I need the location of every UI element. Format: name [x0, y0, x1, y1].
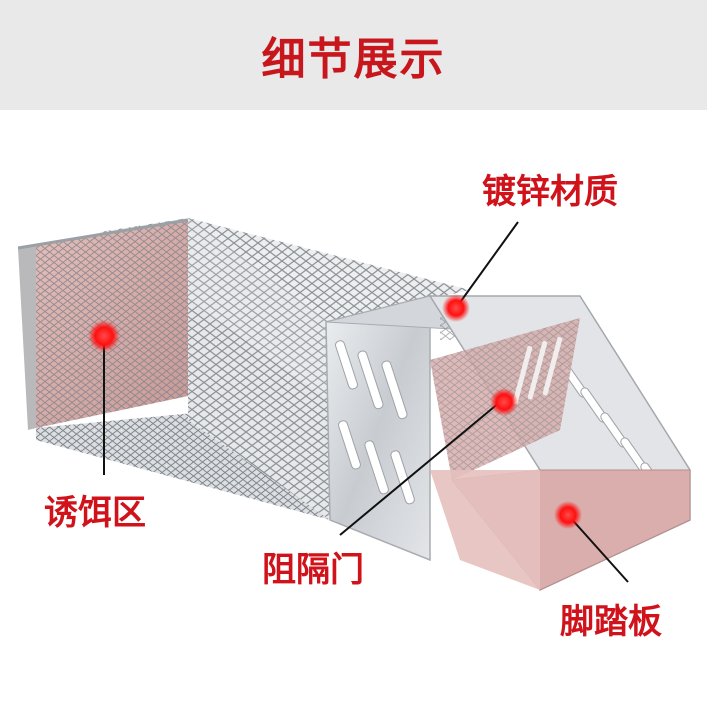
callout-divider-door-label: 阻隔门 — [262, 550, 364, 590]
callout-dots — [88, 294, 582, 529]
callout-pedal-label: 脚踏板 — [560, 602, 662, 642]
cage-side-mesh — [188, 218, 330, 520]
callout-galvanized-label: 镀锌材质 — [482, 172, 618, 212]
callout-lines — [103, 221, 629, 583]
pedal-plate — [430, 469, 691, 591]
page-title: 细节展示 — [261, 34, 446, 85]
callout-bait-area-label: 诱饵区 — [44, 493, 146, 533]
header-banner — [0, 0, 707, 110]
